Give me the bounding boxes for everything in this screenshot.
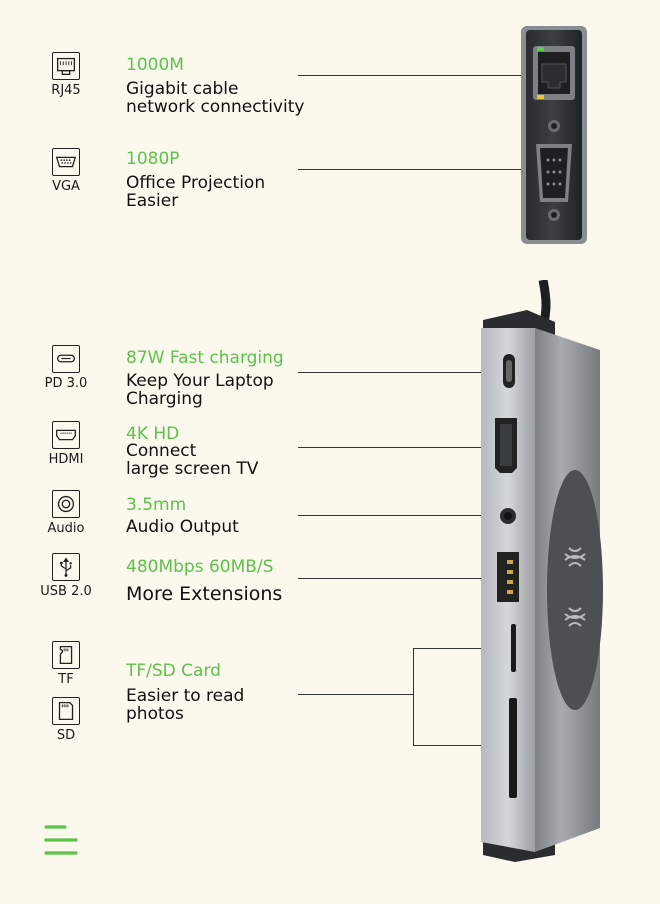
usb-hub-device (481, 280, 603, 862)
feature-desc-card: Easier to read photos (126, 686, 245, 724)
audio-jack-icon (52, 490, 80, 518)
feature-title-vga: 1080P (126, 149, 180, 169)
leader-line-vga (298, 169, 534, 170)
feature-desc-pd: Keep Your Laptop Charging (126, 371, 274, 409)
ethernet-icon (52, 52, 80, 80)
feature-desc-vga: Office Projection Easier (126, 173, 266, 211)
sd-card-icon (52, 697, 80, 725)
tf-card-icon (52, 641, 80, 669)
leader-line-pd (298, 372, 506, 373)
feature-title-usb: 480Mbps 60MB/S (126, 557, 274, 577)
feature-title-card: TF/SD Card (126, 661, 221, 681)
port-label-vga: VGA (52, 179, 80, 194)
leader-line-audio (298, 515, 498, 516)
port-label-usb: USB 2.0 (40, 584, 92, 599)
feature-desc-rj45: Gigabit cable network connectivity (126, 79, 305, 117)
feature-title-rj45: 1000M (126, 55, 184, 75)
leader-line-usb (298, 578, 494, 579)
port-label-sd: SD (56, 728, 76, 743)
port-label-hdmi: HDMI (48, 452, 84, 467)
port-label-pd: PD 3.0 (44, 376, 88, 391)
feature-desc-usb: More Extensions (126, 583, 283, 605)
hdmi-icon (52, 421, 80, 449)
feature-desc-hdmi: Connect large screen TV (126, 441, 259, 479)
feature-title-pd: 87W Fast charging (126, 348, 284, 368)
menu-icon[interactable] (43, 823, 79, 857)
port-label-tf: TF (58, 672, 74, 687)
feature-title-hdmi: 4K HD (126, 424, 180, 444)
leader-line-hdmi (298, 447, 494, 448)
usb-c-icon (52, 345, 80, 373)
feature-title-audio: 3.5mm (126, 495, 187, 515)
port-label-rj45: RJ45 (51, 83, 81, 98)
leader-line-rj45 (298, 75, 534, 76)
port-label-audio: Audio (47, 521, 85, 536)
feature-desc-audio: Audio Output (126, 517, 239, 537)
card-bracket (413, 648, 499, 746)
leader-line-card (298, 694, 414, 695)
device-end-view (521, 26, 587, 244)
vga-icon (52, 148, 80, 176)
usb-icon (52, 553, 80, 581)
